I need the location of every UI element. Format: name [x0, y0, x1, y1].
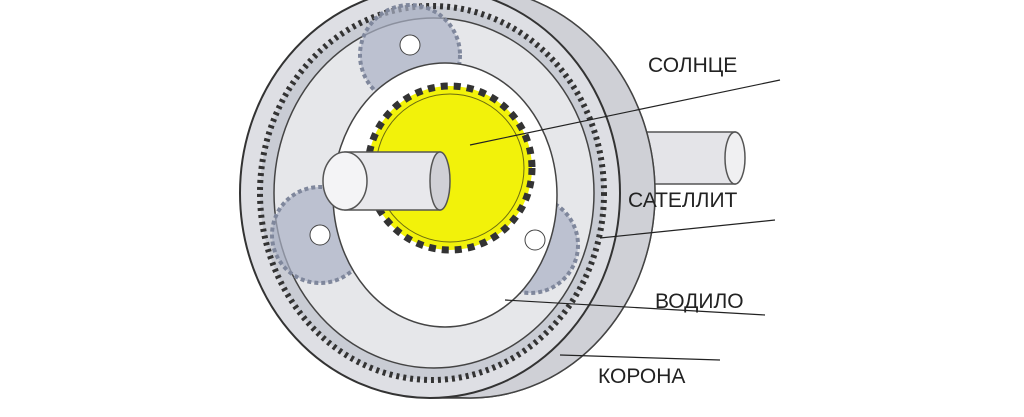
label-ring: КОРОНА — [598, 365, 685, 388]
label-sun: СОЛНЦЕ — [648, 54, 737, 77]
rear-shaft — [639, 131, 746, 185]
front-shaft — [322, 151, 451, 211]
label-planet: САТЕЛЛИТ — [628, 189, 738, 212]
leader-lines — [469, 79, 781, 361]
label-carrier: ВОДИЛО — [655, 290, 744, 313]
